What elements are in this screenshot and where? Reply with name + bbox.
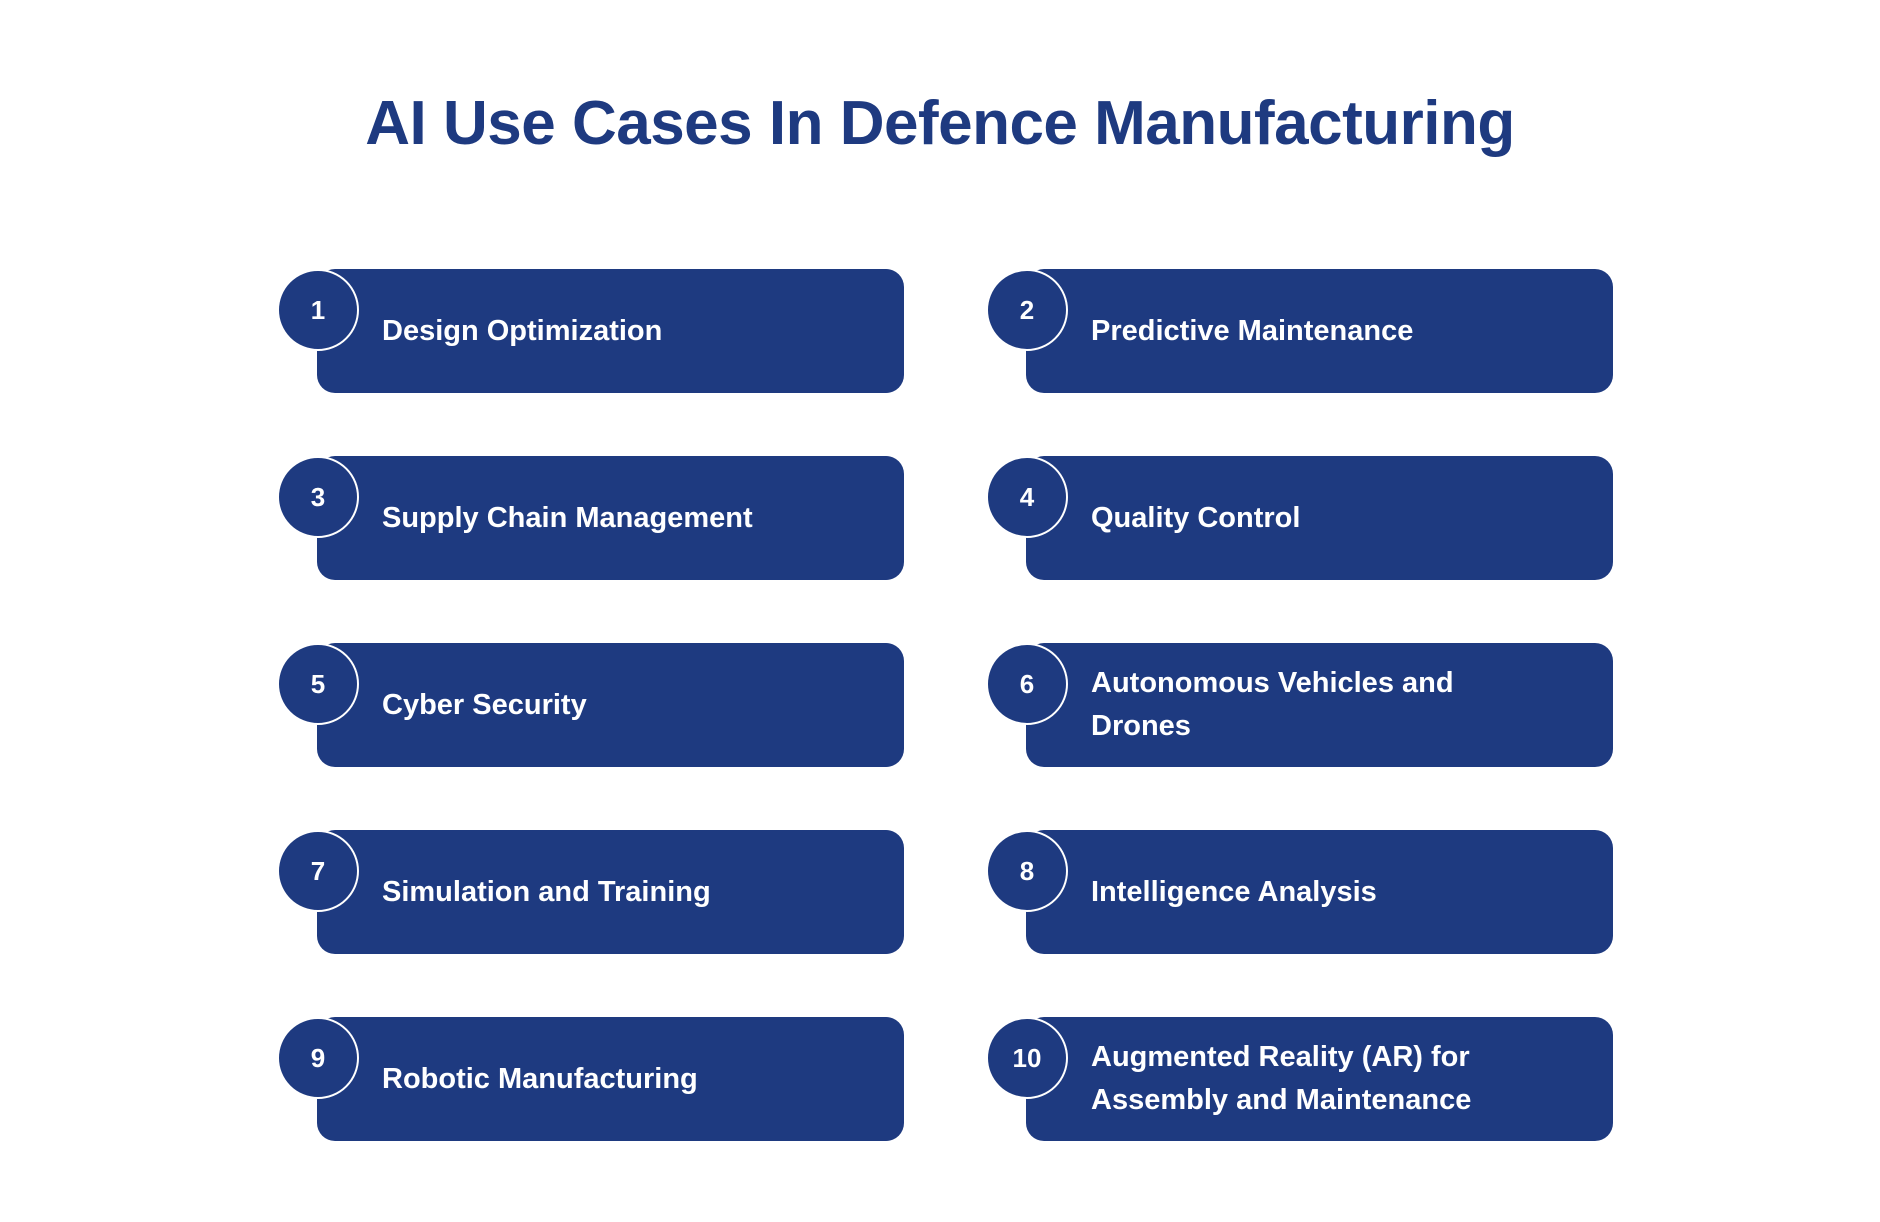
number-badge: 4 [986,456,1068,538]
use-case-label: Predictive Maintenance [1091,314,1414,347]
number-badge: 3 [277,456,359,538]
number-badge: 7 [277,830,359,912]
use-case-card: 3 Supply Chain Management [277,456,904,580]
number-badge: 10 [986,1017,1068,1099]
use-case-label: Autonomous Vehicles and Drones [1091,667,1454,742]
use-case-label: Quality Control [1091,501,1301,534]
number-badge: 2 [986,269,1068,351]
use-case-card: 5 Cyber Security [277,643,904,767]
number-badge: 9 [277,1017,359,1099]
use-case-card: 8 Intelligence Analysis [986,830,1613,954]
page-title: AI Use Cases In Defence Manufacturing [365,89,1515,158]
number-badge: 5 [277,643,359,725]
use-case-card: 6 Autonomous Vehicles and Drones [986,643,1613,767]
use-case-card: 4 Quality Control [986,456,1613,580]
use-case-label: Cyber Security [382,688,587,721]
number-badge: 1 [277,269,359,351]
use-case-card: 2 Predictive Maintenance [986,269,1613,393]
use-case-card: 10 Augmented Reality (AR) for Assembly a… [986,1017,1613,1141]
use-case-label: Robotic Manufacturing [382,1062,698,1095]
use-case-card: 9 Robotic Manufacturing [277,1017,904,1141]
use-case-label: Design Optimization [382,314,663,347]
use-case-card: 7 Simulation and Training [277,830,904,954]
use-case-label: Augmented Reality (AR) for Assembly and … [1091,1041,1472,1116]
number-badge: 8 [986,830,1068,912]
use-case-card: 1 Design Optimization [277,269,904,393]
use-case-label: Simulation and Training [382,875,711,908]
number-badge: 6 [986,643,1068,725]
use-case-label: Supply Chain Management [382,501,753,534]
use-case-label: Intelligence Analysis [1091,875,1377,908]
